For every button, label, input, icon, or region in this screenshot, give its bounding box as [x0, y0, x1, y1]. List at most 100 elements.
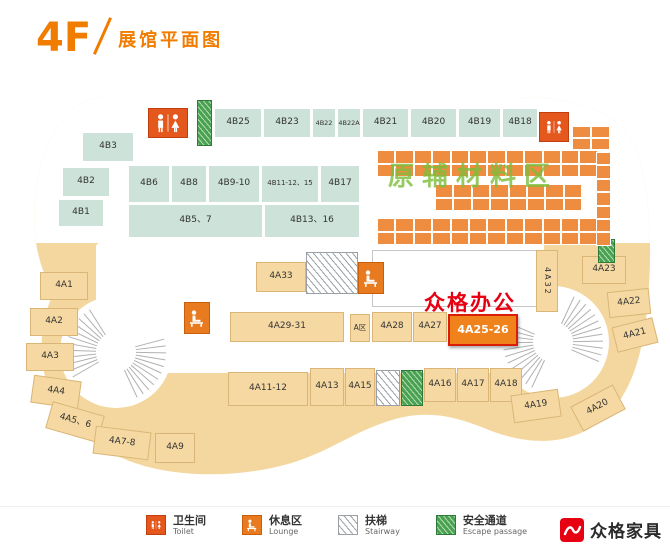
booth-A区: A区 — [350, 314, 370, 342]
booth-4c-cell — [450, 218, 469, 232]
booth-4c-cell — [596, 152, 611, 166]
booth-4B9-10: 4B9-10 — [208, 165, 260, 203]
booth-4c-cell — [490, 197, 509, 211]
booth-4c-cell — [450, 163, 469, 177]
booth-4B3: 4B3 — [82, 132, 134, 162]
brand-footer: 众格家具 — [560, 517, 662, 542]
booth-4c-cell — [572, 126, 591, 138]
booth-4c-cell — [572, 138, 591, 150]
booth-4c-cell — [508, 197, 527, 211]
booth-4c-cell — [542, 218, 561, 232]
booth-4A11-12: 4A11-12 — [228, 372, 308, 406]
left-atrium — [60, 296, 172, 408]
booth-4A27: 4A27 — [413, 312, 447, 342]
booth-4c-cell — [527, 197, 546, 211]
booth-4A28: 4A28 — [372, 312, 412, 342]
booth-4c-cell — [505, 231, 525, 245]
booth-4c-cell — [490, 184, 509, 198]
booth-4c-cell — [563, 184, 583, 198]
booth-4B25: 4B25 — [214, 108, 262, 138]
booth-4c-cell — [508, 184, 527, 198]
booth-4c-cell — [453, 184, 472, 198]
booth-4c-cell — [487, 163, 506, 177]
right-atrium — [497, 286, 609, 398]
booth-4B6: 4B6 — [128, 165, 170, 203]
booth-4c-cell — [596, 219, 611, 233]
booth-4c-cell — [596, 192, 611, 206]
booth-4c-cell — [377, 218, 396, 232]
booth-4A2: 4A2 — [30, 308, 78, 336]
booth-4B8: 4B8 — [171, 165, 207, 203]
booth-4c-cell — [545, 197, 564, 211]
booth-4A15: 4A15 — [345, 368, 375, 406]
booth-4c-cell — [524, 231, 543, 245]
materials-area-watermark: 原辅材料区 — [388, 162, 559, 192]
booth-4c-cell — [524, 218, 543, 232]
legend-escape-zh: 安全通道 — [462, 514, 507, 527]
legend-toilet-zh: 卫生间 — [173, 514, 206, 527]
booth-4c-cell — [505, 218, 525, 232]
booth-4c-cell — [505, 150, 525, 164]
booth-green — [197, 100, 212, 146]
booth-4c-cell — [450, 150, 469, 164]
legend-lounge-en: Lounge — [269, 527, 299, 537]
booth-lounge — [358, 262, 384, 294]
booth-4c-cell — [505, 163, 525, 177]
booth-4c-cell — [413, 231, 433, 245]
booth-escalator — [306, 252, 358, 294]
booth-4B22A: 4B22A — [337, 108, 361, 138]
booth-4c-cell — [435, 197, 454, 211]
booth-4c-cell — [469, 218, 488, 232]
booth-4A3: 4A3 — [26, 343, 74, 371]
booth-4c-cell — [591, 126, 610, 138]
booth-4B11-12、15: 4B11-12、15 — [261, 165, 319, 203]
booth-4A18: 4A18 — [490, 368, 522, 402]
booth-escalator — [376, 370, 400, 406]
booth-4c-cell — [561, 231, 580, 245]
booth-4A20: 4A20 — [570, 384, 626, 432]
booth-4A33: 4A33 — [256, 262, 306, 292]
legend-stairway-zh: 扶梯 — [365, 514, 387, 527]
brand-logo-icon — [560, 517, 584, 542]
booth-4c-cell — [487, 218, 506, 232]
booth-4c-cell — [596, 205, 611, 219]
booth-4c-cell — [487, 150, 506, 164]
booth-4c-cell — [377, 231, 396, 245]
lounge-icon — [242, 515, 262, 536]
booth-4B5、7: 4B5、7 — [128, 204, 263, 238]
booth-4c-cell — [524, 163, 543, 177]
booth-lounge — [184, 302, 210, 334]
booth-4c-cell — [596, 178, 611, 193]
stairway-icon — [338, 515, 358, 536]
legend-stairway-en: Stairway — [365, 527, 400, 537]
booth-4c-cell — [542, 150, 561, 164]
booth-4c-cell — [542, 163, 561, 177]
booth-4c-cell — [395, 163, 414, 177]
booth-4c-cell — [545, 184, 564, 198]
booth-4B17: 4B17 — [320, 165, 360, 203]
booth-4A21: 4A21 — [611, 317, 659, 353]
booth-4c-cell — [471, 184, 491, 198]
booth-4c-cell — [561, 163, 580, 177]
page-title: 展馆平面图 — [118, 30, 224, 51]
booth-4c-cell — [596, 232, 611, 246]
booth-4A13: 4A13 — [310, 368, 344, 406]
page-header: 4F 展馆平面图 — [36, 16, 224, 58]
booth-toilet — [148, 108, 188, 138]
booth-4A29-31: 4A29-31 — [230, 312, 344, 342]
booth-green — [401, 370, 423, 406]
booth-4c-cell — [561, 150, 580, 164]
booth-4A16: 4A16 — [424, 368, 456, 402]
legend-item-escape: 安全通道 Escape passage — [435, 514, 527, 537]
booth-4A19: 4A19 — [510, 388, 562, 424]
booth-4c-cell — [469, 163, 488, 177]
booth-4c-cell — [395, 231, 414, 245]
booth-4c-cell — [395, 150, 414, 164]
booth-4B13、16: 4B13、16 — [264, 204, 360, 238]
booth-4c-cell — [432, 231, 451, 245]
booth-4c-cell — [591, 138, 610, 150]
booth-4c-cell — [487, 231, 506, 245]
booth-4c-cell — [542, 231, 561, 245]
legend-item-toilet: 卫生间 Toilet — [146, 514, 206, 537]
